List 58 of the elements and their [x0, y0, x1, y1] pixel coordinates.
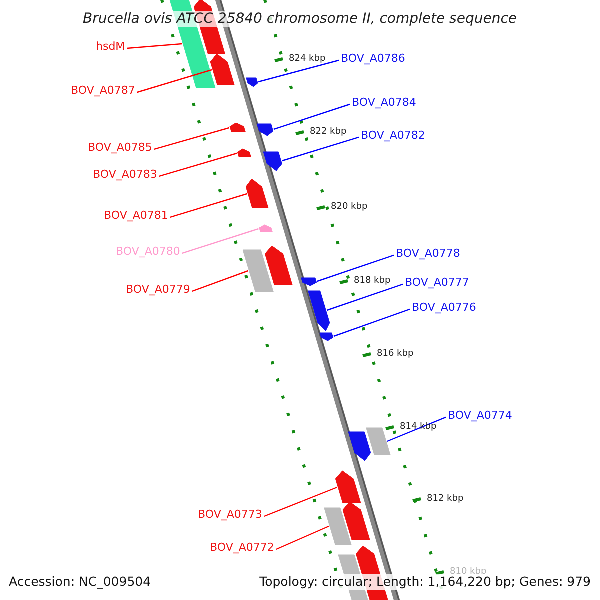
gene-label: BOV_A0779 [126, 283, 190, 296]
leader-line [154, 127, 230, 150]
scale-label: 812 kbp [427, 494, 464, 505]
gene-bar [324, 508, 352, 546]
gene-bar [256, 124, 274, 136]
leader-line [192, 270, 248, 292]
gene-bar [308, 290, 330, 332]
leader-line [326, 284, 404, 312]
gene-bar [335, 470, 362, 504]
scale-label: 824 kbp [289, 54, 326, 65]
gene-bar [263, 152, 282, 172]
leader-line [127, 43, 182, 50]
leader-line [276, 526, 330, 550]
title: Brucella ovis ATCC 25840 chromosome II, complete sequence [80, 11, 520, 27]
gene-bar [366, 428, 391, 456]
scale-label: 820 kbp [331, 202, 368, 213]
leader-line [258, 60, 340, 83]
gene-label: BOV_A0772 [210, 541, 274, 554]
leader-line [334, 308, 410, 338]
gene-bar [259, 224, 273, 232]
gene-label: BOV_A0773 [198, 508, 262, 521]
gene-label: BOV_A0784 [352, 96, 416, 109]
leader-line [317, 254, 394, 282]
gene-label: BOV_A0785 [88, 141, 152, 154]
gene-bar [237, 148, 252, 158]
footer-text: Topology: circular; Length: 1,164,220 bp; Genes: 979 [260, 574, 591, 590]
gene-label: BOV_A0780 [116, 245, 180, 258]
gene-label: BOV_A0781 [104, 209, 168, 222]
leader-line [182, 228, 259, 254]
gene-label: BOV_A0774 [448, 409, 512, 422]
footer-text: Accession: NC_009504 [9, 574, 152, 590]
gene-label: BOV_A0783 [93, 168, 158, 181]
gene-bar [246, 78, 258, 88]
gene-bar [301, 278, 318, 286]
scale-label: 822 kbp [310, 127, 347, 138]
gene-label: BOV_A0778 [396, 247, 460, 260]
leader-line [387, 416, 446, 442]
gene-bar [210, 54, 235, 86]
gene-bar [230, 122, 246, 132]
gene-bar [246, 178, 269, 208]
gene-label: BOV_A0787 [71, 84, 136, 97]
gene-label: hsdM [96, 40, 126, 53]
leader-line [159, 152, 238, 177]
gene-label: BOV_A0786 [341, 52, 406, 65]
leader-line [137, 69, 212, 94]
gene-label: BOV_A0777 [405, 276, 470, 289]
gene-bar [320, 332, 334, 342]
scale-label: 818 kbp [354, 276, 391, 287]
leader-line [274, 104, 350, 130]
scale-label: 810 kbp [450, 567, 487, 577]
gene-label: BOV_A0776 [412, 301, 476, 314]
scale-label: 816 kbp [377, 349, 414, 360]
leader-line [282, 136, 360, 162]
leader-line [264, 486, 338, 518]
leader-line [170, 193, 248, 218]
gene-label: BOV_A0782 [361, 129, 426, 142]
scale-label: 814 kbp [400, 422, 437, 433]
gene-bar [242, 250, 274, 292]
